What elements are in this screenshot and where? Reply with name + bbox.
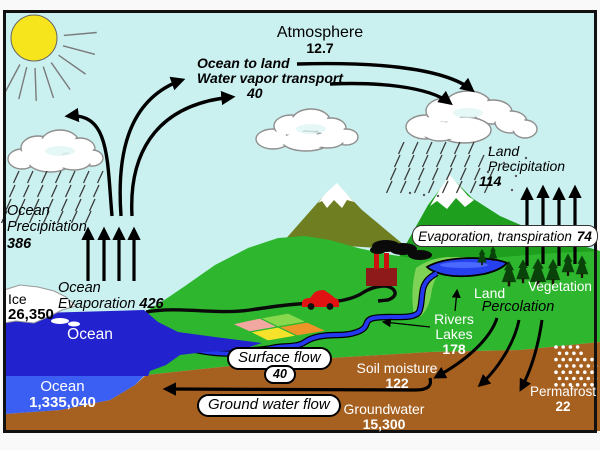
cloud-center bbox=[255, 108, 359, 152]
ice-label: Ice 26,350 bbox=[8, 291, 54, 324]
percolation-label: Percolation bbox=[481, 299, 555, 315]
smoke bbox=[370, 240, 432, 260]
groundwater-label: Groundwater 15,300 bbox=[334, 401, 434, 433]
ocean-evaporation-label: Ocean Evaporation 426 bbox=[58, 280, 164, 312]
rain-left bbox=[0, 170, 104, 224]
vapor-rise-arrows bbox=[64, 76, 236, 217]
ocean-deep-label: Ocean 1,335,040 bbox=[10, 378, 115, 412]
permafrost-label: Permafrost 22 bbox=[523, 384, 600, 414]
ocean-to-land-label: Ocean to land Water vapor transport 40 bbox=[197, 55, 343, 102]
atmosphere-label: Atmosphere 12.7 bbox=[250, 24, 390, 56]
evaporation-transpiration-value: 74 bbox=[576, 228, 592, 244]
car bbox=[302, 290, 339, 310]
lake-highlight bbox=[440, 262, 488, 268]
rain-cloud-left bbox=[7, 129, 104, 173]
groundwater-flow-arrow bbox=[162, 377, 433, 396]
mountain-olive bbox=[283, 183, 410, 250]
diagram-border bbox=[3, 10, 597, 433]
soil-moisture-label: Soil moisture 122 bbox=[352, 360, 442, 392]
percolation-arrows bbox=[433, 317, 544, 392]
ocean-to-land-value: 40 bbox=[247, 85, 263, 102]
ocean-evaporation-value: 426 bbox=[139, 295, 164, 312]
ice-sheet bbox=[3, 284, 80, 327]
ground-water-flow-label: Ground water flow bbox=[197, 394, 341, 417]
ocean-evaporation-arrows bbox=[81, 226, 141, 281]
ocean-precipitation-label: Ocean Precipitation 386 bbox=[7, 203, 87, 253]
surface-flow-value: 40 bbox=[264, 365, 296, 384]
atmosphere-value: 12.7 bbox=[306, 40, 334, 57]
groundwater-value: 15,300 bbox=[362, 416, 406, 433]
ocean-water bbox=[4, 310, 262, 376]
vapor-transport-arrows bbox=[296, 61, 475, 106]
rivers-pointer-arrows bbox=[381, 288, 461, 328]
land-label: Land bbox=[474, 285, 506, 301]
land-precipitation-label: Land Precipitation 114 bbox=[479, 143, 566, 190]
land-precipitation-value: 114 bbox=[479, 173, 502, 190]
snow-cap bbox=[430, 175, 474, 209]
ocean-deep-value: 1,335,040 bbox=[29, 394, 96, 412]
evaporation-transpiration-label: Evaporation, transpiration 74 bbox=[412, 225, 598, 247]
ocean-surface-label: Ocean bbox=[67, 326, 113, 343]
permafrost-value: 22 bbox=[555, 398, 571, 414]
permafrost-dots bbox=[554, 345, 598, 387]
soil bbox=[4, 342, 600, 431]
rain-right bbox=[385, 141, 528, 198]
rivers-lakes-label: Rivers Lakes 178 bbox=[424, 311, 484, 358]
snow-cap bbox=[318, 183, 354, 208]
sun-icon bbox=[3, 14, 97, 101]
factory bbox=[366, 240, 432, 286]
soil-moisture-value: 122 bbox=[385, 375, 409, 392]
lake-shore bbox=[412, 257, 472, 316]
rivers-lakes-value: 178 bbox=[442, 341, 466, 358]
rain-cloud-right bbox=[405, 90, 538, 144]
ice-value: 26,350 bbox=[8, 306, 54, 324]
ocean-precipitation-value: 386 bbox=[7, 236, 32, 253]
ocean-deep-water bbox=[4, 375, 150, 414]
road bbox=[145, 284, 397, 314]
crop-fields bbox=[230, 312, 330, 342]
vegetation-label: Vegetation bbox=[528, 279, 592, 294]
